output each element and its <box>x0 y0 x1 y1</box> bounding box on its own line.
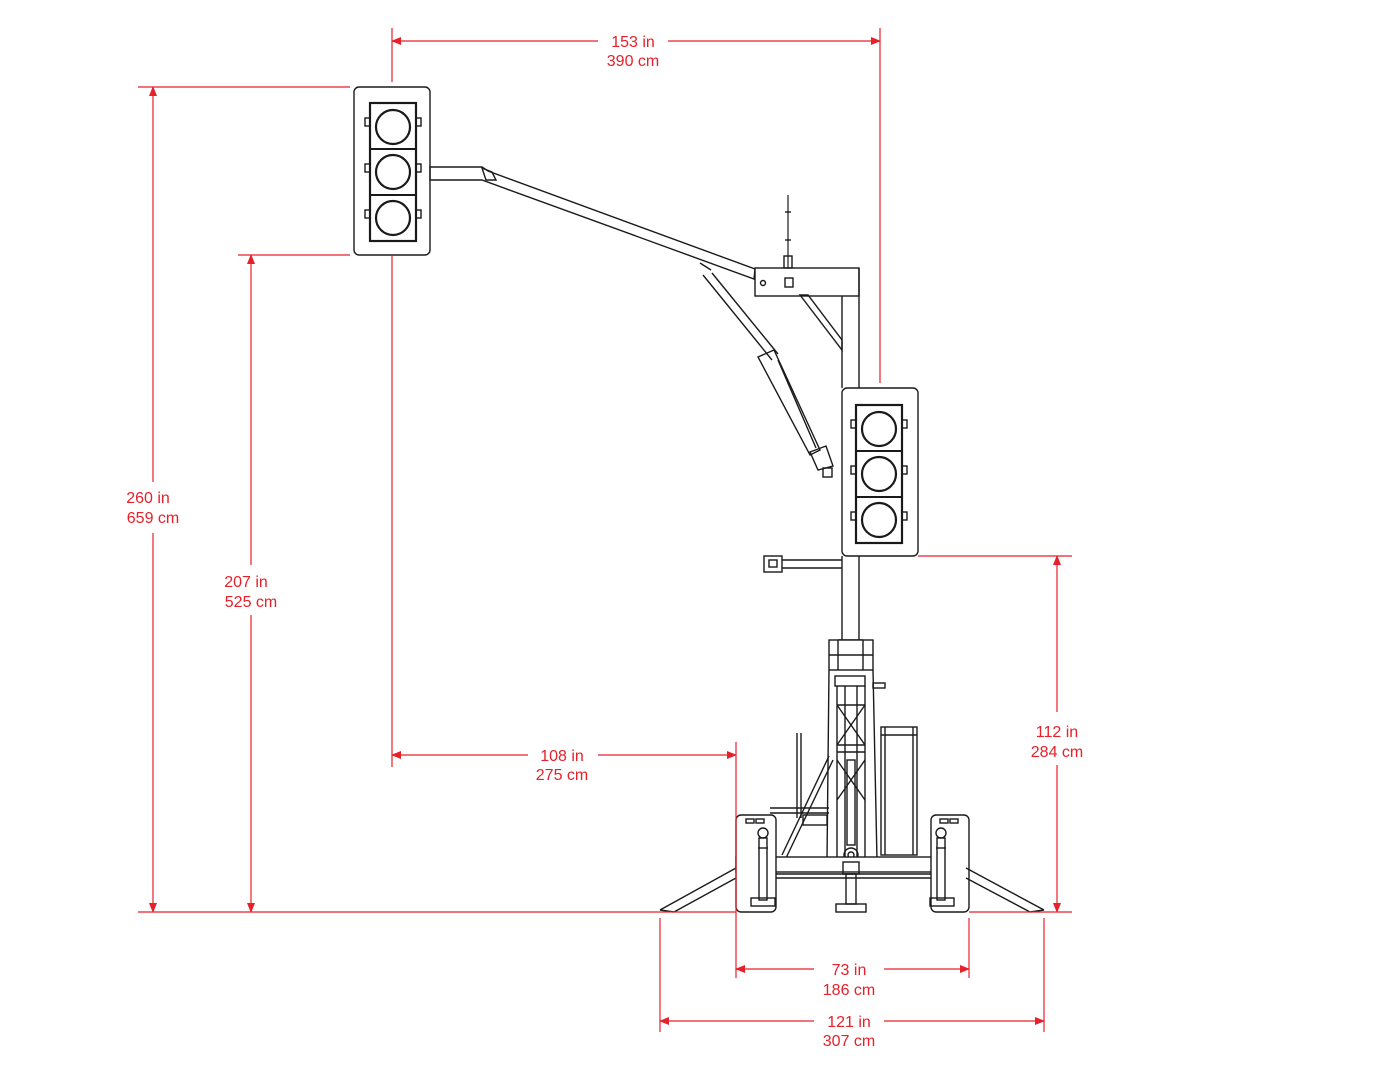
side-frame <box>770 733 834 859</box>
total-height-cm: 659 cm <box>127 510 179 527</box>
total-height-inches: 260 in <box>126 490 170 507</box>
outrigger-span-cm: 307 cm <box>823 1033 875 1050</box>
dimension-total-height: 260 in 659 cm <box>126 86 179 913</box>
telescoping-mast <box>826 639 886 863</box>
left-outrigger <box>659 867 737 913</box>
head-spacing-cm: 390 cm <box>607 53 659 70</box>
dimension-annotations: 153 in 390 cm 260 in 659 cm 207 in 525 c… <box>126 28 1083 1050</box>
lower-signal-head <box>841 387 919 557</box>
overhang-inches: 108 in <box>540 748 584 765</box>
mast-arm <box>429 166 860 478</box>
dimension-overhang: 108 in 275 cm <box>391 748 737 784</box>
clearance-inches: 207 in <box>224 574 268 591</box>
upper-signal-head <box>353 86 431 256</box>
left-wheel <box>735 814 777 913</box>
right-outrigger <box>965 867 1045 913</box>
dimension-wheel-track: 73 in 186 cm <box>735 962 970 999</box>
wheel-track-cm: 186 cm <box>823 982 875 999</box>
clearance-cm: 525 cm <box>225 594 277 611</box>
dimension-head-spacing: 153 in 390 cm <box>391 34 881 70</box>
dimension-outrigger-span: 121 in 307 cm <box>659 1014 1045 1050</box>
dimension-clearance: 207 in 525 cm <box>224 254 277 913</box>
control-box <box>880 726 918 856</box>
outrigger-span-inches: 121 in <box>827 1014 871 1031</box>
wheel-track-inches: 73 in <box>832 962 867 979</box>
dimension-pole-head: 112 in 284 cm <box>1031 555 1083 913</box>
pole-head-cm: 284 cm <box>1031 744 1083 761</box>
equipment-drawing <box>353 86 1045 913</box>
head-spacing-inches: 153 in <box>611 34 655 51</box>
main-pole <box>763 268 863 641</box>
pole-head-inches: 112 in <box>1036 724 1078 741</box>
right-wheel <box>929 814 970 913</box>
overhang-cm: 275 cm <box>536 767 588 784</box>
